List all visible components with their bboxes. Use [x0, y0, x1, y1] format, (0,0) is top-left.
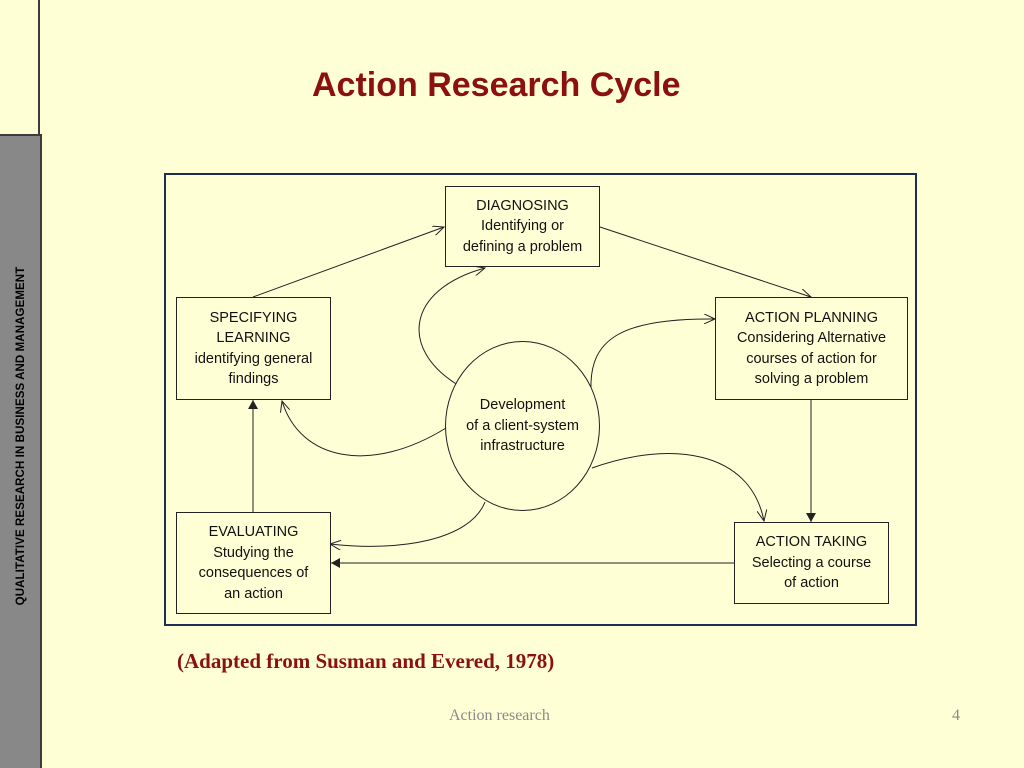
curve-center-to-taking: [591, 453, 764, 521]
node-specifying-line-1: SPECIFYING: [209, 309, 298, 326]
node-evaluating-line-2: Studying the: [213, 544, 294, 561]
node-diagnosing-line-3: defining a problem: [462, 238, 583, 255]
node-action-planning-line-4: solving a problem: [754, 371, 869, 387]
node-diagnosing: DIAGNOSING Identifying or defining a pro…: [445, 186, 600, 267]
node-specifying-line-2: LEARNING: [216, 330, 291, 346]
arrow-specifying-to-diagnosing: [252, 227, 444, 298]
node-action-planning-line-3: courses of action for: [746, 350, 877, 367]
node-action-taking-line-3: of action: [784, 575, 839, 592]
sidebar-band: [0, 134, 42, 768]
footer-text: Action research: [449, 707, 550, 724]
slide-title-wrap: Action Research Cycle: [312, 66, 681, 105]
node-specifying-line-3: identifying general: [194, 350, 313, 367]
node-center-line-2: of a client-system: [466, 417, 579, 434]
node-evaluating-line-4: an action: [224, 585, 283, 602]
sidebar-top-panel: [0, 0, 40, 134]
curve-center-to-evaluating: [330, 501, 486, 546]
node-action-taking-line-2: Selecting a course: [751, 554, 872, 571]
page-number: 4: [952, 707, 960, 724]
node-specifying-learning: SPECIFYING LEARNING identifying general …: [176, 297, 331, 400]
node-action-taking: ACTION TAKING Selecting a course of acti…: [734, 522, 889, 604]
node-action-planning: ACTION PLANNING Considering Alternative …: [715, 297, 908, 400]
node-center-infrastructure: Development of a client-system infrastru…: [445, 341, 600, 511]
node-evaluating-line-3: consequences of: [198, 565, 309, 581]
node-specifying-line-4: findings: [228, 371, 279, 387]
node-evaluating: EVALUATING Studying the consequences of …: [176, 512, 331, 614]
node-diagnosing-line-1: DIAGNOSING: [476, 197, 569, 214]
node-center-line-1: Development: [479, 397, 566, 414]
source-caption: (Adapted from Susman and Evered, 1978): [177, 649, 555, 673]
curve-center-to-planning: [590, 319, 715, 389]
slide-title: Action Research Cycle: [312, 66, 681, 104]
node-center-line-3: infrastructure: [480, 438, 565, 455]
node-action-planning-line-2: Considering Alternative: [736, 330, 887, 346]
curve-center-to-specifying: [282, 401, 447, 457]
node-action-taking-line-1: ACTION TAKING: [755, 534, 868, 551]
curve-center-to-diagnosing: [418, 268, 485, 386]
node-diagnosing-line-2: Identifying or: [480, 218, 565, 235]
node-evaluating-line-1: EVALUATING: [208, 524, 299, 540]
arrow-diagnosing-to-planning: [599, 226, 811, 297]
node-action-planning-line-1: ACTION PLANNING: [745, 309, 878, 326]
